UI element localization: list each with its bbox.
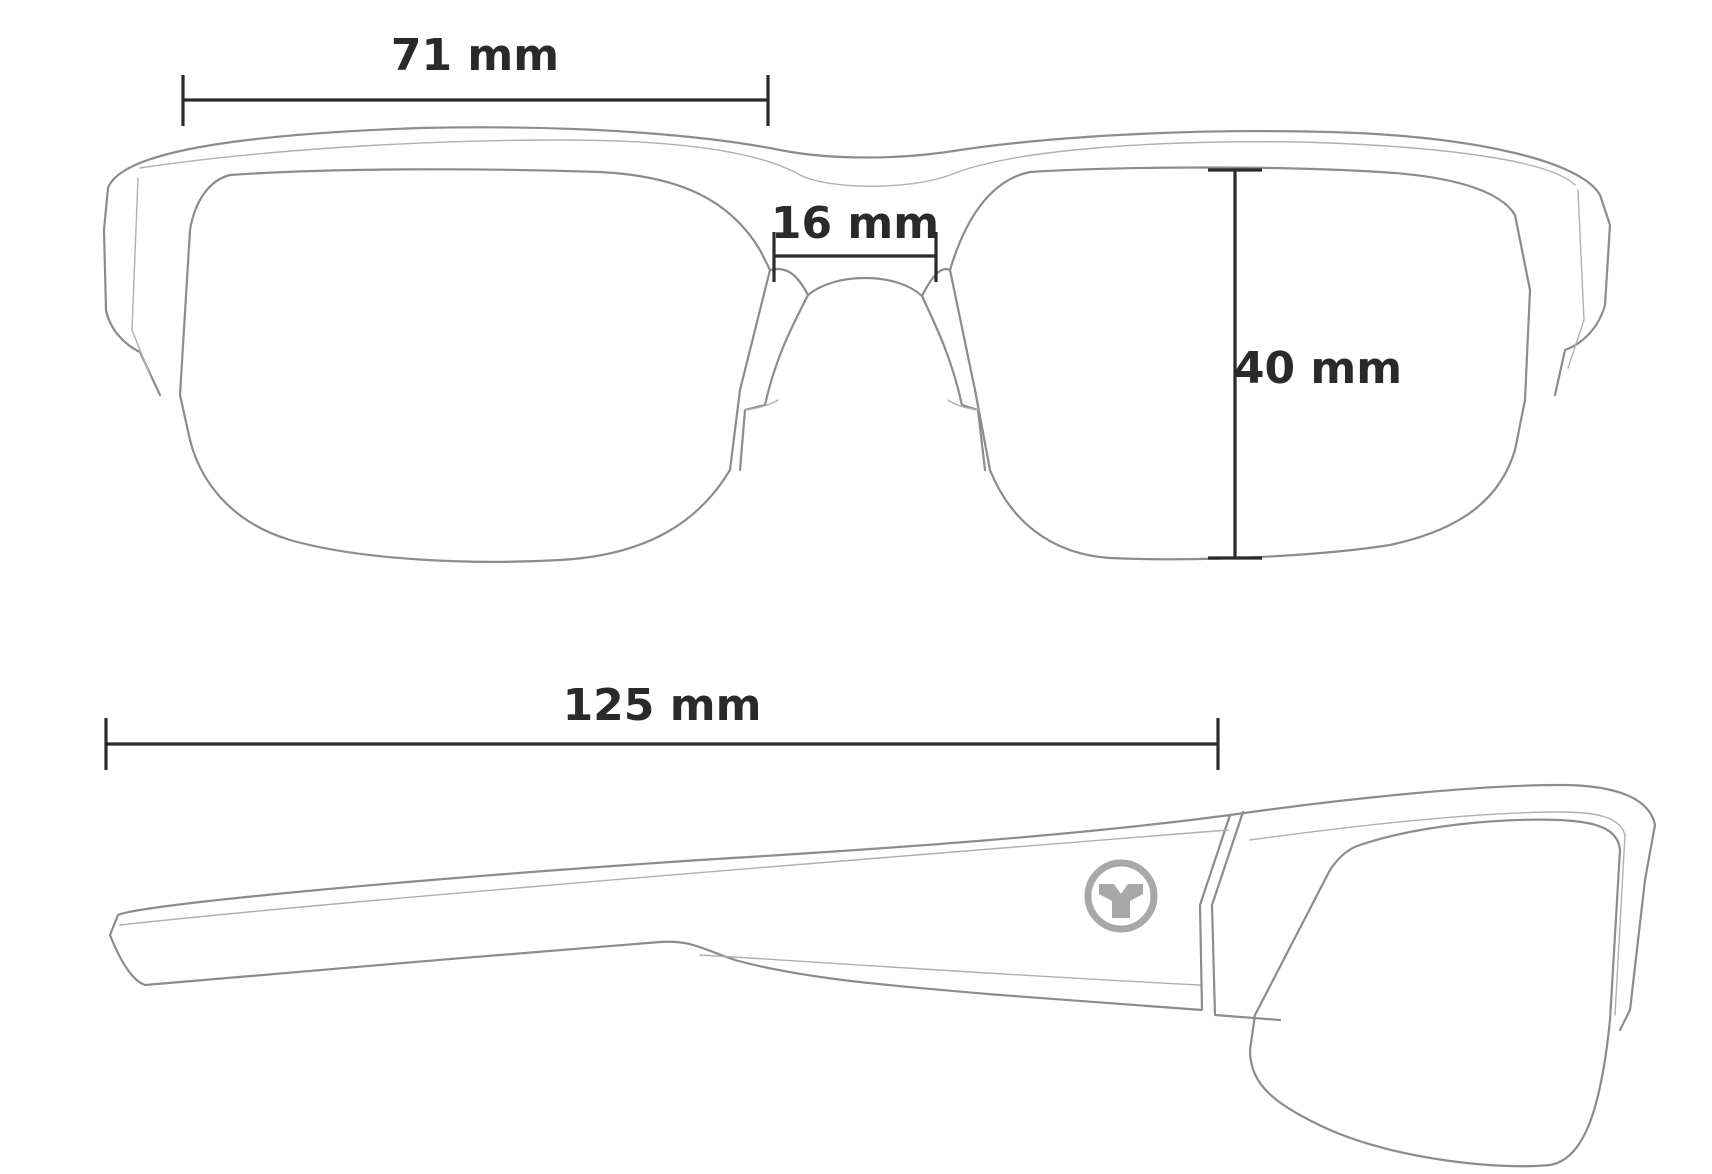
side-view [108, 783, 1657, 1168]
label-lens-height: 40 mm [1234, 343, 1402, 394]
front-left-lens [178, 168, 772, 563]
side-frame-hinge [1210, 810, 1282, 1022]
side-frame-front [1228, 783, 1657, 1032]
dimension-bridge-width: 16 mm [771, 198, 939, 282]
side-lens [1248, 818, 1622, 1168]
front-brow-left-end [102, 186, 162, 397]
dimension-lens-height: 40 mm [1208, 168, 1402, 560]
brand-logo-icon [1084, 859, 1158, 933]
label-temple-length: 125 mm [563, 680, 762, 731]
front-nose-pad-right-inner [947, 399, 979, 411]
side-frame-inner [1249, 811, 1626, 1016]
dimension-lens-width: 71 mm [181, 30, 770, 126]
side-temple-inner-top [119, 829, 1229, 926]
front-view [102, 126, 1612, 563]
dimension-temple-length: 125 mm [104, 680, 1220, 770]
front-brow-outer [106, 126, 1612, 397]
front-right-end-inner [1567, 189, 1585, 369]
front-brow-inner [139, 139, 1576, 187]
front-nose-bridge [768, 267, 952, 298]
front-nose-pad-right [920, 294, 987, 472]
front-nose-pad-left-inner [744, 399, 779, 411]
front-nose-pad-left [738, 293, 810, 472]
front-right-lens [948, 166, 1532, 561]
label-lens-width: 71 mm [391, 30, 559, 81]
label-bridge-width: 16 mm [771, 198, 939, 249]
front-left-end-inner [131, 177, 151, 376]
side-temple-arm [108, 813, 1232, 1012]
side-temple-inner-bottom [699, 954, 1201, 986]
